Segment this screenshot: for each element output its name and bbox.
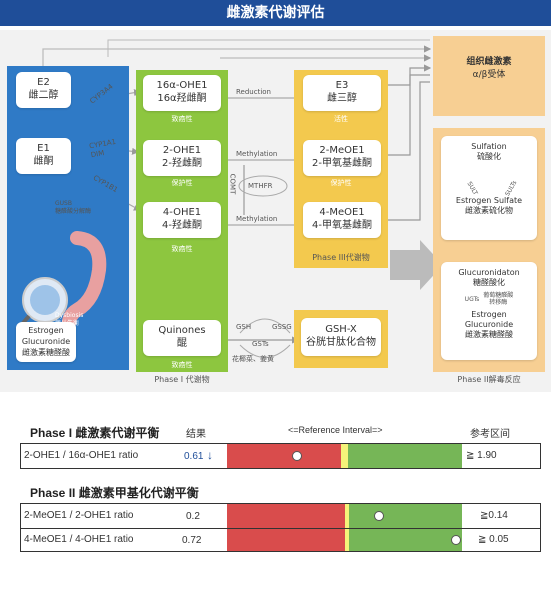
item-e3-name: E3 [335, 80, 349, 91]
result-marker-icon [291, 451, 302, 461]
gshx-box: GSH-X 谷胱甘肽化合物 [301, 318, 381, 356]
reference-header: <=Reference Interval=> [288, 425, 383, 435]
item-2ohe1-tag: 保护性 [171, 179, 193, 187]
phase1-item-quinones: Quinones 醌 [143, 320, 221, 356]
phase3-label: Phase III代谢物 [312, 253, 370, 262]
comt-label: COMT [228, 173, 237, 195]
mthfr-label: MTHFR [248, 182, 273, 190]
item-e3-cn: 雌三醇 [327, 93, 357, 104]
row-name: 4-MeOE1 / 4-OHE1 ratio [24, 534, 134, 545]
phase1-table-title: Phase I 雌激素代谢平衡 [30, 426, 160, 440]
range-normal-bar [349, 529, 462, 551]
estrogen-sulfate-label: Estrogen Sulfate 雌激素硫化物 [455, 196, 523, 215]
intestine-icon [15, 231, 107, 337]
range-cutoff-bar [341, 444, 348, 468]
row-value: 0.61 [184, 451, 204, 462]
item-2meoe1-tag: 保护性 [330, 179, 352, 187]
glucuronidation-box: Glucuronidaton 糖醛酸化 UGTs 葡萄糖醛酸 转移酶 Estro… [441, 262, 537, 360]
range-header: 参考区间 [470, 429, 510, 440]
item-quinones-name: Quinones [158, 325, 206, 336]
page-title: 雌激素代谢评估 [0, 0, 551, 26]
glucuronidation-title: Glucuronidaton 糖醛酸化 [458, 268, 520, 287]
e2-name: E2 [37, 77, 50, 88]
estrogen-glucuronide-label: Estrogen Glucuronide 雌激素糖醛酸 [464, 310, 514, 339]
item-16a-name: 16α-OHE1 [156, 80, 208, 91]
e1-cn: 雌酮 [33, 156, 54, 167]
item-16a-tag: 致癌性 [171, 115, 193, 123]
results-section [0, 392, 551, 611]
phase3-item-4meoe1: 4-MeOE1 4-甲氧基雌酮 [303, 202, 381, 238]
item-4meoe1-name: 4-MeOE1 [319, 207, 365, 218]
ugt-sub-label: 葡萄糖醛酸 转移酶 [483, 292, 514, 306]
glucuronide-box: Estrogen Glucuronide 雌激素糖醛酸 [16, 322, 76, 362]
item-4ohe1-cn: 4-羟雌酮 [162, 220, 202, 231]
item-4ohe1-name: 4-OHE1 [162, 207, 202, 218]
tissue-title: 组织雌激素 [466, 57, 512, 67]
phase1-item-4ohe1: 4-OHE1 4-羟雌酮 [143, 202, 221, 238]
methylation-label-2: Methylation [236, 215, 278, 223]
row-range: ≧0.14 [480, 510, 508, 521]
row-value: 0.72 [182, 535, 202, 546]
e1-name: E1 [37, 143, 50, 154]
low-arrow-icon: ↓ [207, 448, 213, 462]
range-normal-bar [349, 504, 462, 528]
phase3-item-e3: E3 雌三醇 [303, 75, 381, 111]
gshx-cn: 谷胱甘肽化合物 [306, 337, 376, 348]
e1-box: E1 雌酮 [16, 138, 71, 174]
range-low-bar [227, 504, 345, 528]
sulfation-title: Sulfation 硫酸化 [471, 142, 507, 161]
item-2ohe1-cn: 2-羟雌酮 [162, 158, 202, 169]
phase2-label: Phase II解毒反应 [457, 375, 521, 384]
e2-cn: 雌二醇 [28, 90, 59, 101]
row-range: ≧ 0.05 [478, 534, 509, 545]
row-range: ≧ 1.90 [466, 450, 497, 461]
gsh-label: GSH [236, 323, 252, 331]
range-cutoff-bar [345, 529, 349, 551]
item-quinones-cn: 醌 [177, 338, 187, 349]
result-marker-icon [373, 511, 384, 521]
phase2-table-title: Phase II 雌激素甲基化代谢平衡 [30, 486, 199, 500]
item-2meoe1-cn: 2-甲氧基雌酮 [312, 158, 372, 169]
ugts-label: UGTs [464, 295, 480, 303]
gshx-name: GSH-X [325, 324, 357, 335]
reduction-label: Reduction [236, 88, 271, 96]
gusb-label: GUSB 糖醛酸分解酶 [55, 200, 92, 215]
item-2meoe1-name: 2-MeOE1 [319, 145, 365, 156]
row-value: 0.2 [186, 511, 200, 522]
result-marker-icon [451, 535, 462, 545]
item-2ohe1-name: 2-OHE1 [162, 145, 202, 156]
item-4meoe1-cn: 4-甲氧基雌酮 [312, 220, 372, 231]
phase1-item-16a: 16α-OHE1 16α羟雌酮 [143, 75, 221, 111]
gssg-label: GSSG [272, 323, 292, 331]
item-16a-cn: 16α羟雌酮 [157, 93, 207, 104]
range-normal-bar [348, 444, 462, 468]
range-cutoff-bar [345, 504, 349, 528]
methylation-label-1: Methylation [236, 150, 278, 158]
phase1-item-2ohe1: 2-OHE1 2-羟雌酮 [143, 140, 221, 176]
item-e3-tag: 活性 [334, 115, 348, 123]
tissue-receptor: α/β受体 [472, 70, 506, 80]
tissue-estrogen-panel: 组织雌激素 α/β受体 [433, 36, 545, 116]
result-header: 结果 [186, 429, 206, 440]
range-low-bar [227, 444, 341, 468]
range-low-bar [227, 529, 345, 551]
item-quinones-tag: 致癌性 [171, 361, 193, 369]
sulfation-box: Sulfation 硫酸化 SULT SULTs Estrogen Sulfat… [441, 136, 537, 240]
row-name: 2-OHE1 / 16α-OHE1 ratio [24, 450, 139, 461]
phase1-label: Phase I 代谢物 [154, 375, 210, 384]
table-row [20, 443, 541, 469]
e2-box: E2 雌二醇 [16, 72, 71, 108]
vegetable-label: 花椰菜、姜黄 [232, 355, 274, 363]
gsts-label: GSTs [252, 340, 269, 348]
row-name: 2-MeOE1 / 2-OHE1 ratio [24, 510, 134, 521]
item-4ohe1-tag: 致癌性 [171, 245, 193, 253]
phase3-item-2meoe1: 2-MeOE1 2-甲氧基雌酮 [303, 140, 381, 176]
table-row [20, 528, 541, 552]
